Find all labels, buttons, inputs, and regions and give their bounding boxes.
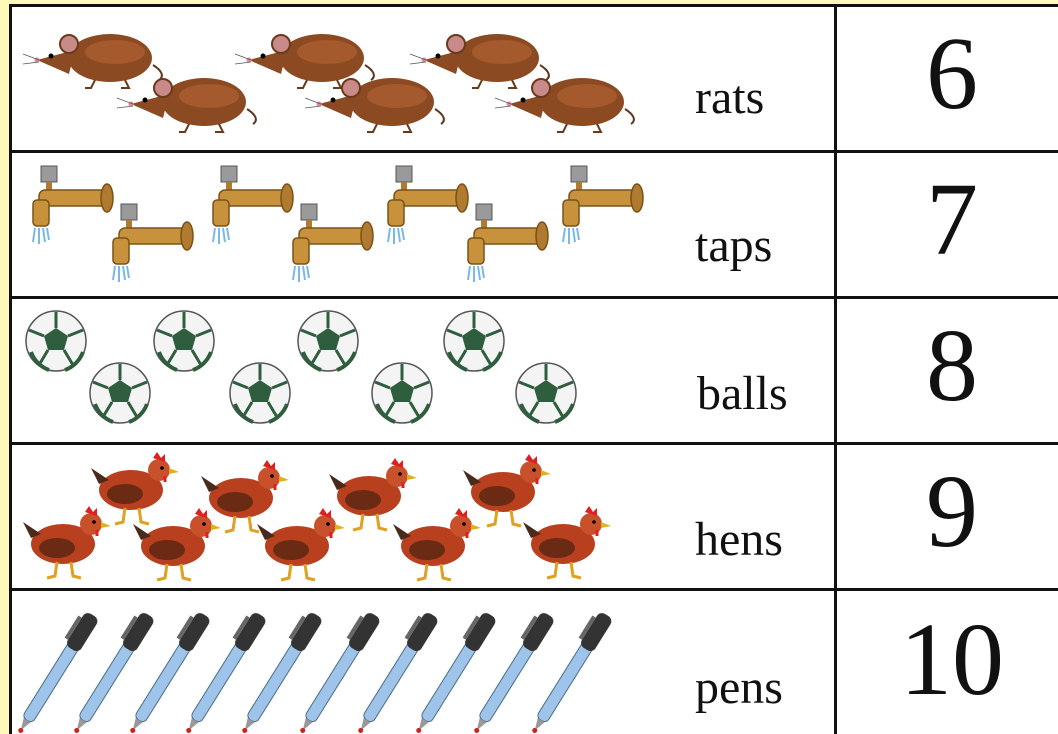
hen-pictures bbox=[17, 450, 657, 588]
ball-icon bbox=[24, 309, 88, 373]
row-divider bbox=[9, 442, 1058, 445]
row-number-10: 10 bbox=[900, 602, 1004, 717]
tap-icon bbox=[212, 165, 294, 245]
hen-icon bbox=[255, 506, 347, 582]
left-edge-highlight bbox=[0, 0, 11, 734]
tap-icon bbox=[467, 203, 549, 283]
rat-icon bbox=[22, 33, 163, 89]
row-divider bbox=[9, 150, 1058, 153]
row-divider bbox=[9, 296, 1058, 299]
rat-pictures bbox=[17, 10, 657, 148]
tap-icon bbox=[112, 203, 194, 283]
ball-icon bbox=[296, 309, 360, 373]
row-divider bbox=[9, 588, 1058, 591]
hen-icon bbox=[131, 506, 223, 582]
hen-icon bbox=[521, 504, 613, 580]
counting-table: rats 6 bbox=[8, 4, 1058, 734]
row-word-hens: hens bbox=[695, 513, 783, 566]
tap-pictures bbox=[17, 158, 657, 296]
ball-icon bbox=[442, 309, 506, 373]
row-number-7: 7 bbox=[926, 162, 978, 277]
hen-icon bbox=[461, 452, 553, 528]
hens-group bbox=[21, 450, 613, 582]
tap-icon bbox=[562, 165, 644, 245]
rat-icon bbox=[116, 77, 257, 133]
top-edge-highlight bbox=[0, 0, 1058, 4]
row-number-6: 6 bbox=[926, 16, 978, 131]
hen-icon bbox=[327, 456, 419, 532]
balls-group bbox=[24, 309, 578, 425]
rats-group bbox=[22, 33, 635, 133]
row-word-taps: taps bbox=[695, 219, 773, 272]
rat-icon bbox=[409, 33, 550, 89]
pen-pictures bbox=[8, 598, 657, 734]
ball-icon bbox=[514, 361, 578, 425]
hen-icon bbox=[391, 506, 483, 582]
ball-icon bbox=[370, 361, 434, 425]
row-number-9: 9 bbox=[926, 454, 978, 569]
pens-group bbox=[8, 608, 615, 734]
row-word-pens: pens bbox=[695, 661, 783, 714]
hen-icon bbox=[21, 504, 113, 580]
row-word-rats: rats bbox=[695, 71, 765, 124]
tap-icon bbox=[292, 203, 374, 283]
table-border-top bbox=[9, 4, 1058, 7]
tap-icon bbox=[387, 165, 469, 245]
hen-icon bbox=[89, 450, 181, 526]
hen-icon bbox=[199, 458, 291, 534]
tap-icon bbox=[32, 165, 114, 245]
taps-group bbox=[32, 165, 644, 283]
ball-icon bbox=[228, 361, 292, 425]
ball-icon bbox=[152, 309, 216, 373]
row-number-8: 8 bbox=[926, 308, 978, 423]
ball-icon bbox=[88, 361, 152, 425]
row-word-balls: balls bbox=[697, 367, 788, 420]
table-column-divider bbox=[834, 4, 837, 734]
table-border-left bbox=[9, 4, 12, 734]
rat-icon bbox=[304, 77, 445, 133]
ball-pictures bbox=[17, 304, 657, 442]
